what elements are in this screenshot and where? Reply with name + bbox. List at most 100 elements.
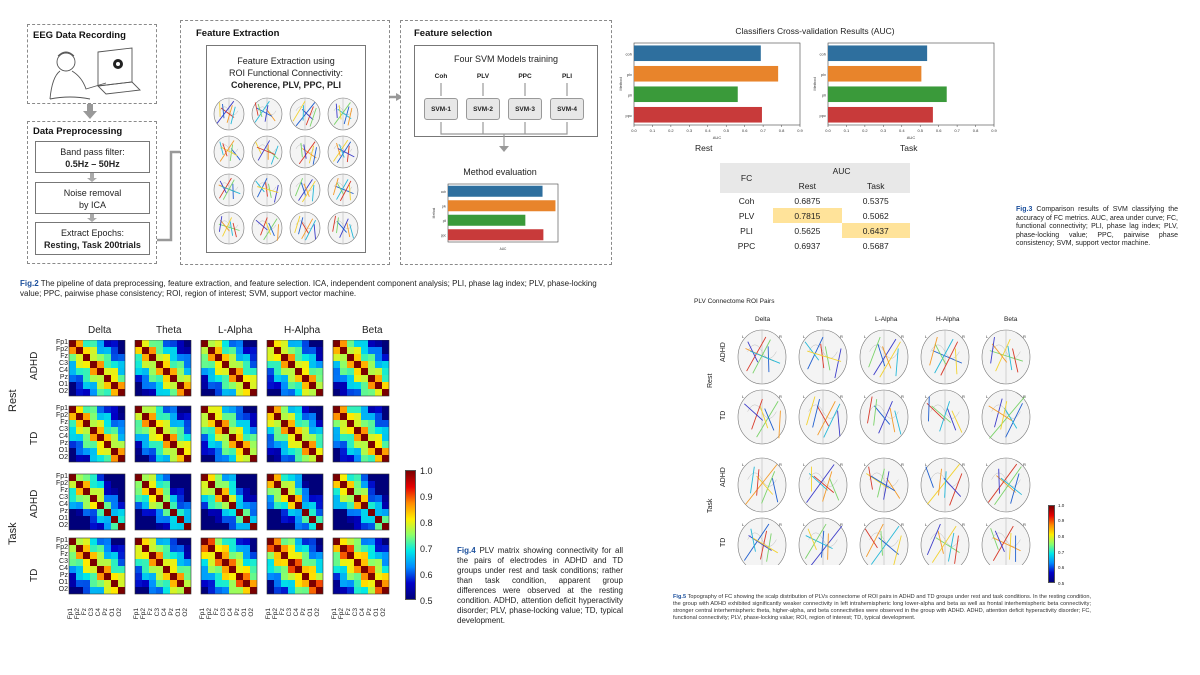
fig4-group-3: ADHD	[29, 489, 40, 518]
fig4-caption: Fig.4 PLV matrix showing connectivity fo…	[457, 546, 623, 626]
brain-topography	[251, 97, 283, 131]
right-marker: R	[779, 462, 782, 467]
colorbar-tick-label: 0.9	[420, 491, 433, 502]
brain-topography	[981, 329, 1031, 385]
electrode-label: C4	[161, 608, 168, 617]
electrode-label: Fp2	[206, 608, 213, 620]
electrode-label: O1	[307, 608, 314, 617]
electrode-label: Fp2	[55, 544, 68, 551]
left-marker: L	[742, 394, 745, 399]
cell-method: Coh	[738, 195, 755, 206]
ytick-coh: coh	[820, 52, 826, 57]
svm-4-box: SVM-4	[550, 98, 584, 120]
right-marker: R	[962, 394, 965, 399]
fig4-cond-rest: Rest	[7, 389, 19, 412]
ytick-plv: plv	[627, 72, 632, 77]
fe-brain-grid	[213, 97, 359, 245]
xtick-label: 0.8	[973, 128, 979, 133]
plv-matrix	[266, 537, 324, 595]
extract-epochs-label: Extract Epochs:	[60, 228, 125, 238]
fig4-band-lalpha: L-Alpha	[218, 325, 253, 336]
fig2-caption-label: Fig.2	[20, 279, 39, 288]
electrode-label: Fp2	[55, 346, 68, 353]
xtick-label: 0.5	[917, 128, 923, 133]
svm-2-box: SVM-2	[466, 98, 500, 120]
fig3-task-label: Task	[900, 143, 918, 153]
svm-connector-lines	[440, 83, 568, 152]
electrode-label: O2	[58, 586, 68, 593]
right-marker: R	[840, 334, 843, 339]
bar-plv	[448, 200, 556, 212]
brain-topography	[920, 329, 970, 385]
brain-topography	[798, 457, 848, 513]
brain-topography	[859, 457, 909, 513]
brain-topography	[213, 211, 245, 245]
electrode-label: C4	[95, 608, 102, 617]
plot-frame	[827, 42, 995, 126]
th-task: Task	[867, 180, 885, 191]
cell-method: PPC	[737, 240, 756, 251]
bar-ppc	[828, 106, 933, 123]
left-marker: L	[864, 522, 867, 527]
electrode-label: Pz	[59, 572, 68, 579]
fig3-caption-text: Comparison results of SVM classifying th…	[1016, 206, 1178, 248]
electrode-label: Fz	[213, 608, 220, 616]
xtick-label: 0.8	[779, 128, 785, 133]
ytick-pli: pli	[443, 219, 446, 223]
svm-3-box: SVM-3	[508, 98, 542, 120]
cell-task: 0.5062	[862, 210, 889, 221]
left-marker: L	[986, 394, 989, 399]
electrode-label: Fz	[60, 353, 68, 360]
electrode-label: Fp2	[74, 608, 81, 620]
ytick-coh: coh	[441, 190, 446, 194]
xtick-label: 0.4	[899, 128, 905, 133]
x-axis-label: AUC	[713, 135, 722, 140]
electrode-label: O1	[58, 447, 68, 454]
svm-1-box: SVM-1	[424, 98, 458, 120]
bar-coh	[634, 45, 761, 62]
th-auc: AUC	[832, 165, 851, 176]
brain-topography	[859, 389, 909, 445]
electrode-label: Pz	[59, 508, 68, 515]
left-marker: L	[742, 334, 745, 339]
electrode-label: Fp1	[55, 339, 68, 346]
xtick-label: 0.0	[631, 128, 637, 133]
brain-topography	[737, 457, 787, 513]
ytick-pli: pli	[628, 93, 632, 98]
right-marker: R	[901, 394, 904, 399]
metric-label-coh: Coh	[434, 73, 448, 80]
electrode-label: O1	[241, 608, 248, 617]
brain-topography	[798, 517, 848, 565]
electrode-label: Fp2	[272, 608, 279, 620]
xtick-label: 0.2	[668, 128, 674, 133]
bar-coh	[828, 45, 928, 62]
left-marker: L	[742, 522, 745, 527]
fig5-caption: Fig.5 Topography of FC showing the scalp…	[673, 594, 1091, 622]
electrode-label: C3	[154, 608, 161, 617]
y-axis-label: Method	[618, 77, 623, 90]
left-marker: L	[742, 462, 745, 467]
electrode-label: O1	[58, 515, 68, 522]
brain-topography	[737, 389, 787, 445]
electrode-label: C4	[59, 433, 68, 440]
person-laptop-illustration	[49, 47, 141, 100]
plv-matrix	[332, 405, 390, 463]
svm-training-box	[414, 45, 598, 137]
left-marker: L	[986, 462, 989, 467]
brain-topography	[251, 135, 283, 169]
colorbar-tick-label: 0.7	[420, 543, 433, 554]
preprocessing-title: Data Preprocessing	[33, 126, 123, 137]
table-row: PLV 0.7815 0.5062	[720, 208, 910, 223]
electrode-label: O1	[58, 381, 68, 388]
brain-topography	[920, 517, 970, 565]
electrode-label: Fp2	[338, 608, 345, 620]
xtick-label: 0.1	[844, 128, 850, 133]
ytick-plv: plv	[821, 72, 826, 77]
noise-removal-label: Noise removal	[63, 188, 122, 198]
table-row: PPC 0.6937 0.5687	[720, 238, 910, 253]
brain-topography	[981, 517, 1031, 565]
fig5-cond-task: Task	[707, 498, 714, 513]
fig4-band-halpha: H-Alpha	[284, 325, 321, 336]
electrode-label: Pz	[59, 440, 68, 447]
electrode-label: O2	[248, 608, 255, 617]
